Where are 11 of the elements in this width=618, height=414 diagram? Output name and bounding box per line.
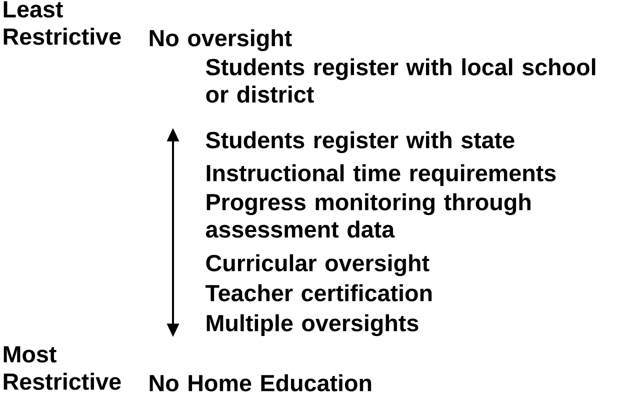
level-label: Students register with state bbox=[206, 131, 514, 154]
level-label: Instructional time requirements bbox=[206, 164, 556, 186]
level-label: Teacher certification bbox=[206, 284, 432, 302]
level-label: No oversight bbox=[150, 29, 292, 52]
level-label: Progress monitoring through assessment data bbox=[206, 193, 530, 238]
scale-end-label: Least Restrictive bbox=[4, 1, 121, 45]
level-label: No Home Education bbox=[150, 374, 372, 392]
level-label: Curricular oversight bbox=[206, 254, 430, 276]
level-label: Students register with local school or district bbox=[206, 58, 596, 103]
scale-end-label: Most Restrictive bbox=[4, 346, 121, 390]
level-label: Multiple oversights bbox=[206, 314, 418, 336]
